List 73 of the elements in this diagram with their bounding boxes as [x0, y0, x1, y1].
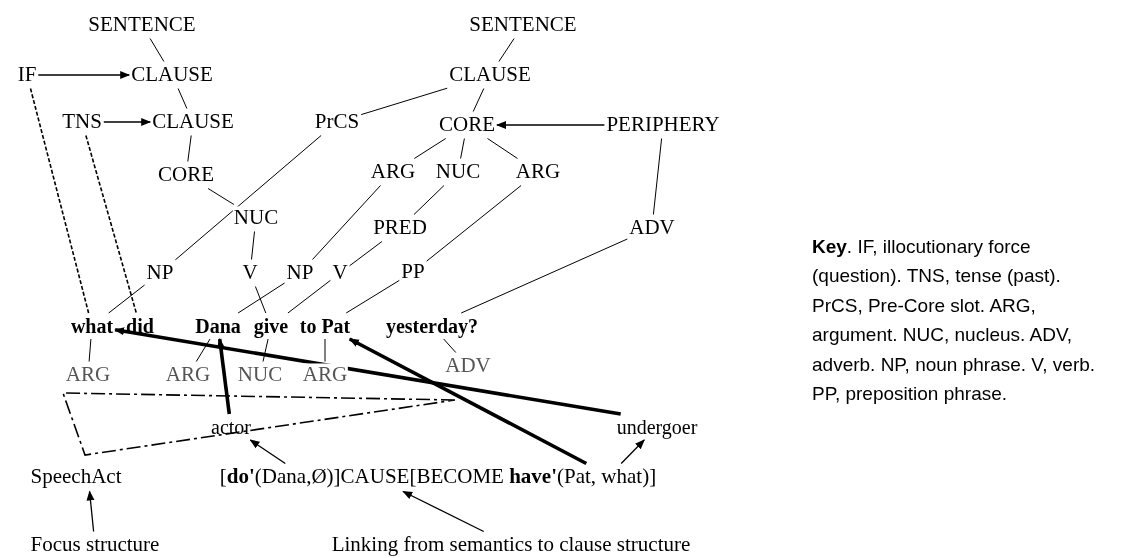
tree-branch-line: [254, 286, 267, 314]
arrow: [249, 439, 286, 465]
tree-branch-line: [460, 238, 628, 314]
tree-branch-line: [237, 282, 286, 314]
arrow: [216, 338, 232, 415]
tree-branch-line: [413, 138, 447, 159]
sentence-word: Dana: [195, 315, 241, 337]
category-label: SENTENCE: [469, 13, 577, 37]
tree-branch-line: [177, 88, 188, 109]
category-label: TNS: [62, 110, 102, 134]
sentence-word: yesterday?: [385, 315, 479, 337]
arrow: [402, 490, 485, 533]
tree-branch-line: [187, 135, 192, 162]
tree-branch-line: [108, 284, 146, 314]
tree-branch-line: [312, 185, 381, 260]
arrow: [496, 121, 606, 129]
tree-branch-line: [460, 138, 465, 159]
annotation-text: Focus structure: [30, 533, 160, 557]
tree-branch-line: [88, 338, 92, 362]
annotation-text: Linking from semantics to clause structure: [331, 533, 691, 557]
category-label: NP: [146, 261, 174, 285]
tree-branch-line: [443, 338, 457, 353]
semantic-representation: SpeechAct: [30, 465, 122, 489]
tree-branch-line: [174, 135, 322, 261]
category-label: IF: [17, 63, 37, 87]
category-label: ADV: [629, 216, 675, 240]
category-label: PrCS: [314, 110, 360, 134]
tree-branch-line: [251, 231, 255, 260]
sentence-word: what: [70, 315, 114, 337]
category-label: V: [332, 261, 348, 285]
sentence-word: give: [253, 315, 289, 337]
category-label: ARG: [515, 160, 561, 184]
dashed-line: [85, 134, 138, 314]
key-paragraph: Key. IF, illocutionary force (question). TNS, tense (past). PrCS, Pre-Core slot. ARG, argument. NUC, nucleus. ADV, adverb. NP, noun phrase. V, verb. PP, preposition phrase.: [812, 235, 1097, 407]
dashed-line: [29, 87, 90, 314]
tree-branch-line: [349, 241, 383, 267]
tree-branch-line: [262, 338, 269, 362]
role-label: undergoer: [616, 416, 698, 438]
arrow: [114, 327, 621, 416]
tree-branch-line: [413, 185, 445, 215]
arrow: [620, 439, 645, 465]
arrow: [86, 490, 95, 533]
tree-branch-line: [149, 38, 165, 62]
category-label: PRED: [373, 216, 427, 240]
tree-branch-line: [426, 185, 522, 262]
tree-branch-line: [498, 38, 515, 62]
category-label: CLAUSE: [131, 63, 213, 87]
category-label: CORE: [158, 163, 214, 187]
category-label: CORE: [439, 113, 495, 137]
tree-branch-line: [195, 338, 211, 362]
tree-branch-line: [472, 88, 485, 112]
tree-branch-line: [207, 188, 235, 205]
category-label: CLAUSE: [152, 110, 234, 134]
sentence-word: to Pat: [299, 315, 351, 337]
category-label: SENTENCE: [88, 13, 196, 37]
category-label: PERIPHERY: [606, 113, 720, 137]
category-label: NUC: [435, 160, 481, 184]
arrow: [348, 337, 588, 466]
category-label: PP: [401, 260, 425, 284]
arrow: [37, 71, 131, 79]
role-label: actor: [211, 416, 251, 438]
tree-branch-line: [487, 138, 518, 159]
category-label: ARG: [370, 160, 416, 184]
tree-branch-line: [652, 138, 663, 215]
tree-branch-line: [324, 338, 326, 362]
tree-branch-line: [345, 279, 400, 314]
category-label: CLAUSE: [449, 63, 531, 87]
category-label: NP: [286, 261, 314, 285]
semantic-representation: [do'(Dana,Ø)]CAUSE[BECOME have'(Pat, what)]: [219, 465, 657, 489]
tree-branch-line: [360, 87, 448, 116]
tree-branch-line: [287, 279, 331, 314]
category-label: V: [242, 261, 258, 285]
arrow: [103, 118, 152, 126]
